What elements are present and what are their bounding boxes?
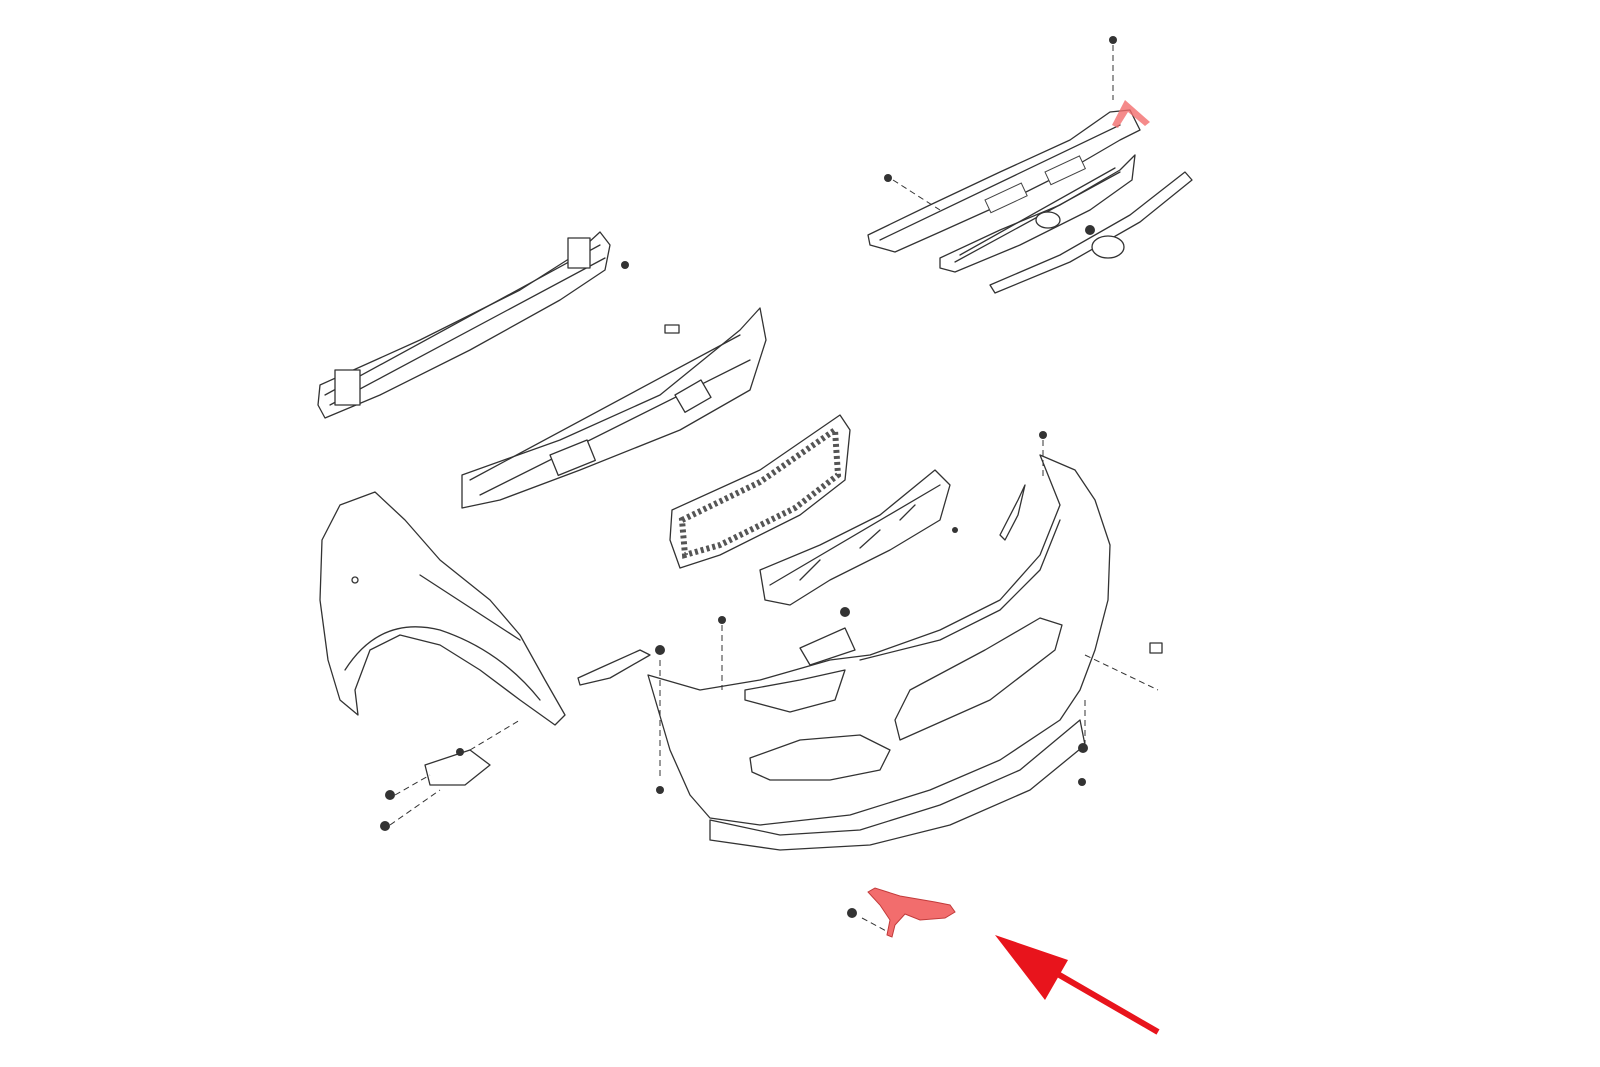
energy-absorber <box>461 307 767 509</box>
side-bracket <box>380 649 651 831</box>
lower-grille <box>669 414 851 569</box>
highlighted-fog-lamp-bracket <box>847 887 956 938</box>
bumper-reinforcement-beam <box>317 231 629 419</box>
pointer-arrow <box>995 935 1160 1035</box>
front-bumper-cover <box>647 431 1163 851</box>
highlighted-clip <box>1112 100 1150 128</box>
center-bumper-bracket <box>759 469 958 606</box>
front-fender <box>319 491 566 726</box>
upper-grille-assembly <box>867 36 1193 294</box>
